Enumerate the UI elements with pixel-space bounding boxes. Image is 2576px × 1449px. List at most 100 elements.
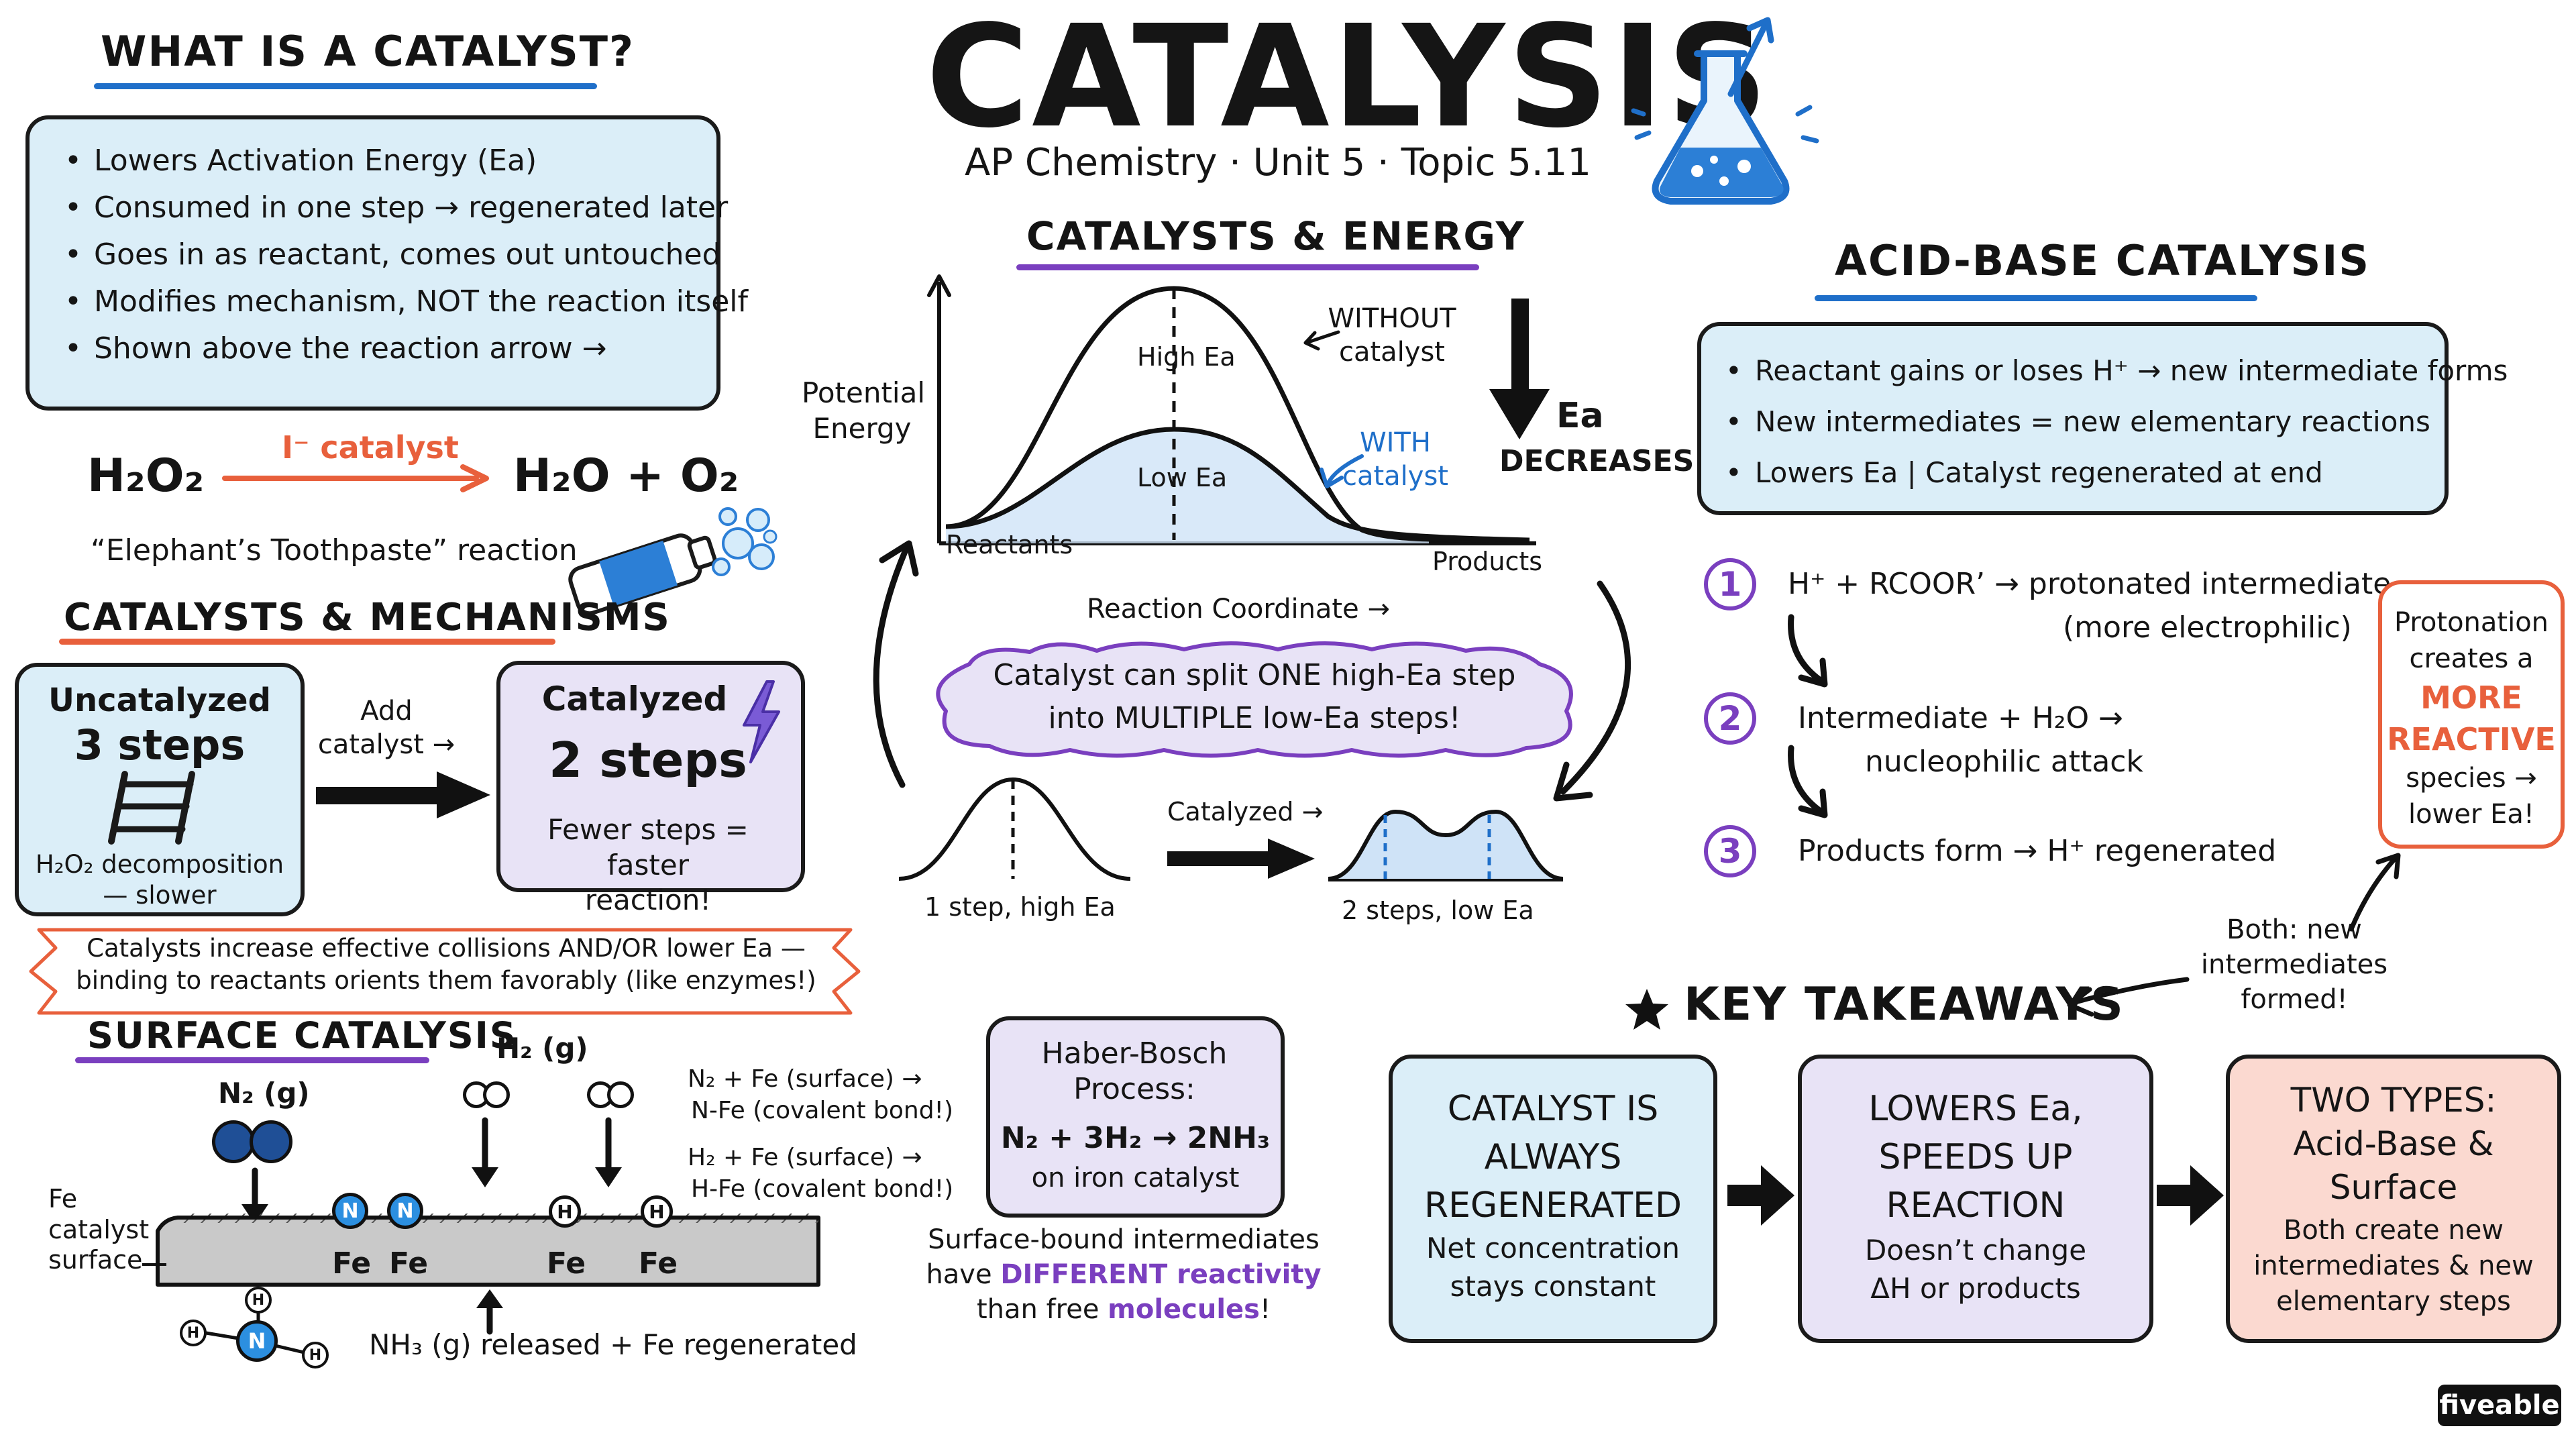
surface-eq1-a: N₂ + Fe (surface) →: [688, 1065, 922, 1093]
bound-n-atom: N: [387, 1193, 423, 1229]
one-step-label: 1 step, high Ea: [924, 892, 1116, 922]
takeaway-card-body: Both create new intermediates & new elem…: [2253, 1215, 2534, 1317]
catalyzed-title: Catalyzed: [541, 680, 728, 718]
h2-down-arrow-icon: [595, 1117, 622, 1187]
h2-atom: [483, 1081, 510, 1108]
flask-icon: [1631, 17, 1819, 205]
list-item: Reactant gains or loses H⁺ → new interme…: [1717, 357, 2508, 386]
acid-base-box: Reactant gains or loses H⁺ → new interme…: [1697, 322, 2508, 515]
example-catalyst: I⁻ catalyst: [282, 429, 459, 466]
add-catalyst-label: Add catalyst →: [317, 696, 455, 760]
protonation-box: Protonation creates a MORE REACTIVE spec…: [2378, 580, 2565, 849]
example-caption: “Elephant’s Toothpaste” reaction: [91, 533, 578, 568]
haber-title: Haber-Bosch Process:: [1041, 1036, 1228, 1106]
surface-eq1-b: N-Fe (covalent bond!): [691, 1097, 954, 1124]
page-title: CATALYSIS: [926, 0, 1771, 159]
both-up-arrow-icon: [2349, 853, 2401, 932]
surface-note-text: than free: [976, 1294, 1099, 1325]
surface-eq2-a: H₂ + Fe (surface) →: [688, 1144, 922, 1171]
nh3-up-arrow-icon: [476, 1289, 503, 1335]
fe-label: Fe catalyst surface: [48, 1184, 150, 1275]
cycle-arrow-right-icon: [1553, 580, 1631, 802]
surface-note-text: have: [926, 1259, 992, 1290]
example-reactant: H₂O₂: [87, 449, 205, 502]
brand-logo: fiveable: [2438, 1385, 2561, 1426]
step-3-line1: Products form → H⁺ regenerated: [1798, 834, 2277, 868]
takeaway-card-3: TWO TYPES: Acid-Base & Surface Both crea…: [2226, 1055, 2561, 1343]
h2-down-arrow-icon: [472, 1117, 498, 1187]
what-is-underline: [94, 83, 597, 89]
page-subtitle: AP Chemistry · Unit 5 · Topic 5.11: [965, 141, 1591, 184]
cloud-text: Catalyst can split ONE high-Ea step into…: [993, 658, 1516, 735]
takeaway-card-1: CATALYST IS ALWAYS REGENERATED Net conce…: [1389, 1055, 1717, 1343]
surface-note-line1: Surface-bound intermediates: [928, 1224, 1320, 1255]
ea-decreases: DECREASES: [1499, 444, 1695, 478]
what-is-box: Lowers Activation Energy (Ea) Consumed i…: [25, 115, 748, 411]
ea-label: Ea: [1556, 396, 1604, 436]
banner-text: Catalysts increase effective collisions …: [76, 934, 816, 996]
step-2-line2: nucleophilic attack: [1865, 745, 2143, 779]
bound-h-atom: H: [549, 1195, 581, 1228]
energy-title: CATALYSTS & ENERGY: [1026, 213, 1525, 259]
uncatalyzed-note: H₂O₂ decomposition — slower: [35, 850, 284, 910]
fe-surface: [156, 1214, 820, 1287]
acid-base-title: ACID-BASE CATALYSIS: [1835, 236, 2370, 285]
star-icon: [1625, 989, 1668, 1030]
step-number-2: 2: [1704, 692, 1756, 745]
fe-atom-label: Fe: [639, 1246, 678, 1281]
surface-note-text: !: [1260, 1294, 1271, 1325]
nh3-n-atom: N: [236, 1320, 278, 1362]
uncatalyzed-box: Uncatalyzed 3 steps H₂O₂ decomposition —…: [15, 663, 305, 916]
energy-ylabel: Potential Energy: [802, 376, 925, 445]
foam-tube-icon: [568, 507, 777, 616]
nh3-h-atom: H: [245, 1287, 272, 1313]
fe-atom-label: Fe: [547, 1246, 586, 1281]
add-catalyst-arrow-icon: [316, 771, 490, 818]
energy-products: Products: [1432, 547, 1543, 576]
uncatalyzed-curve: [945, 286, 1530, 543]
energy-with: WITH catalyst: [1342, 427, 1448, 492]
mechanisms-title: CATALYSTS & MECHANISMS: [64, 596, 671, 639]
what-is-title: WHAT IS A CATALYST?: [101, 27, 635, 76]
takeaway-arrow-icon: [1727, 1165, 1794, 1226]
one-step-diagram: [898, 777, 1131, 881]
surface-note: Surface-bound intermediates have DIFFERE…: [896, 1222, 1352, 1327]
protonation-post: species → lower Ea!: [2406, 763, 2537, 830]
step-2-line1: Intermediate + H₂O →: [1798, 701, 2123, 735]
bound-h-atom: H: [641, 1195, 673, 1228]
n2-atom-left: [212, 1120, 255, 1163]
both-note: Both: new intermediates formed!: [2200, 914, 2388, 1015]
step-1-line2: (more electrophilic): [2063, 610, 2352, 645]
cycle-arrow-left-icon: [873, 540, 919, 788]
list-item: Lowers Ea | Catalyst regenerated at end: [1717, 459, 2445, 488]
surface-note-line3: than free molecules!: [896, 1292, 1352, 1327]
n2-atom-right: [250, 1120, 292, 1163]
takeaway-arrow-icon: [2157, 1165, 2224, 1226]
list-item: Modifies mechanism, NOT the reaction its…: [56, 287, 748, 317]
catalyzed-box: Catalyzed 2 steps Fewer steps = faster r…: [496, 661, 805, 916]
takeaways-title: KEY TAKEAWAYS: [1684, 978, 2125, 1031]
surface-title: SURFACE CATALYSIS: [87, 1014, 517, 1057]
nh3-h-atom: H: [180, 1320, 207, 1346]
nh3-h-atom: H: [302, 1342, 329, 1368]
cloud-callout: [936, 641, 1573, 758]
two-step-diagram: [1328, 809, 1564, 881]
takeaway-card-body: Doesn’t change ΔH or products: [1864, 1234, 2087, 1305]
list-item: New intermediates = new elementary react…: [1717, 408, 2445, 437]
example-arrow-icon: [222, 464, 489, 492]
protonation-text: Protonation creates a MORE REACTIVE spec…: [2382, 604, 2561, 833]
energy-diagram: [927, 274, 1536, 545]
bound-n-atom: N: [332, 1193, 368, 1229]
protonation-pre: Protonation creates a: [2394, 607, 2549, 674]
catalyzed-note: Fewer steps = faster reaction!: [547, 813, 749, 916]
list-item: Shown above the reaction arrow →: [56, 334, 716, 364]
uncatalyzed-steps: 3 steps: [74, 720, 246, 769]
takeaway-card-title: CATALYST IS ALWAYS REGENERATED: [1424, 1089, 1682, 1226]
both-left-arrow-icon: [2067, 977, 2190, 1017]
what-is-list: Lowers Activation Energy (Ea) Consumed i…: [56, 146, 748, 364]
takeaway-card-2: LOWERS Ea, SPEEDS UP REACTION Doesn’t ch…: [1798, 1055, 2153, 1343]
energy-underline: [1016, 264, 1479, 270]
h2-atom: [607, 1081, 634, 1108]
fe-atom-label: Fe: [389, 1246, 429, 1281]
step-down-arrow-icon: [1788, 745, 1828, 818]
